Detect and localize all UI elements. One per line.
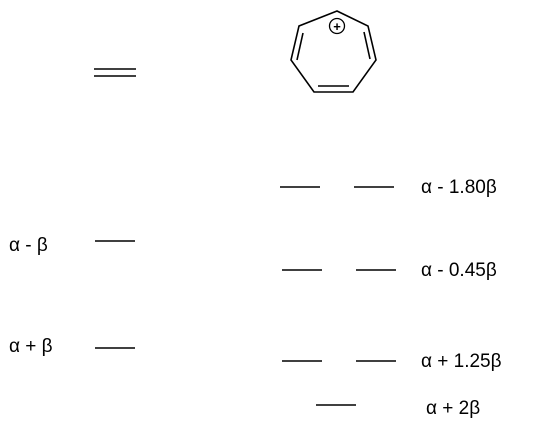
positive-charge-symbol: + [333, 19, 341, 34]
tropylium-double-bond-3 [363, 31, 371, 60]
tropylium-level-label-1-80: α - 1.80β [421, 177, 497, 198]
tropylium-level-label-2: α + 2β [426, 398, 481, 419]
ethylene-levels [95, 240, 135, 349]
tropylium-level-label-0-45: α - 0.45β [421, 260, 497, 281]
tropylium-levels [280, 186, 396, 406]
tropylium-ring [290, 10, 377, 93]
tropylium-level-label-1-25: α + 1.25β [421, 351, 502, 372]
positive-charge-circle [328, 17, 346, 35]
ethylene-level-label-antibonding: α - β [9, 235, 48, 256]
tropylium-structure: + [290, 10, 377, 93]
ethylene-level-label-bonding: α + β [9, 336, 53, 357]
tropylium-double-bond-1 [296, 32, 304, 61]
ethylene-structure [94, 68, 136, 77]
